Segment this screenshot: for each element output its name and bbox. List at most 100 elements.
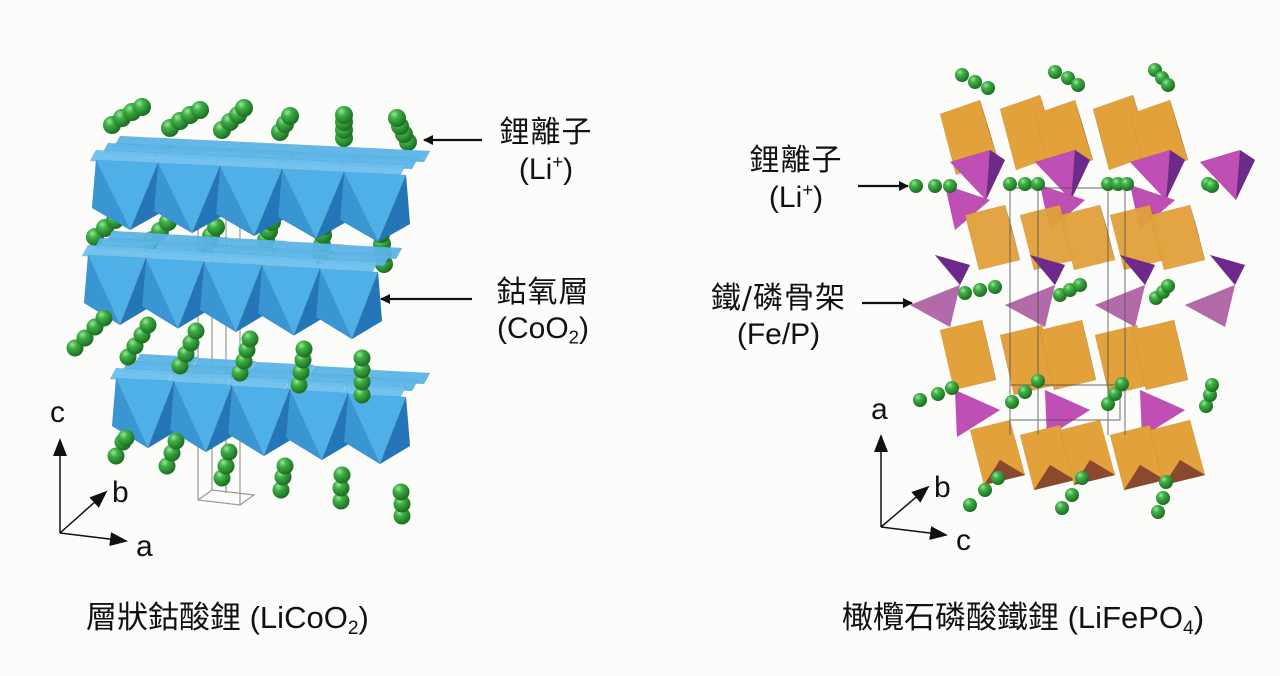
po4-tetrahedron-face	[934, 254, 971, 286]
po4-tetrahedron-face	[1235, 149, 1256, 201]
fe-p-polyhedral-framework	[909, 94, 1256, 491]
lithium-ion-atom	[928, 179, 942, 193]
po4-tetrahedron-face	[985, 149, 1006, 201]
axis-triad-left	[53, 438, 128, 547]
lithium-ion-atom	[332, 492, 350, 510]
coo2-octahedron-face	[91, 158, 131, 231]
lithium-ion-atom	[1151, 505, 1165, 519]
caption-licoo2-zh: 層狀鈷酸鋰	[86, 600, 241, 636]
coo2-octahedron-face	[153, 161, 193, 234]
axis-c-arrow	[880, 526, 948, 540]
lithium-ion-atom	[295, 340, 313, 358]
coo2-octahedron-face	[257, 264, 295, 337]
feo6-octahedron-face	[1074, 99, 1094, 161]
lithium-ion-atom	[335, 106, 353, 124]
po4-tetrahedron-face	[1119, 254, 1156, 286]
lithium-ion-atom	[988, 280, 1002, 294]
coo2-octahedron-face	[315, 267, 353, 340]
po4-tetrahedron-face	[1094, 284, 1146, 328]
lithium-ion-atom	[1161, 279, 1175, 293]
coo2-octahedron-face	[141, 257, 179, 330]
axis-label-a-right: a	[871, 393, 888, 426]
lithium-ion-atom	[968, 75, 982, 89]
lithium-ion-atom	[1115, 377, 1129, 391]
feo6-octahedron-face	[1173, 319, 1189, 381]
lithium-ion-atom	[207, 218, 225, 236]
po4-tetrahedron-face	[1139, 389, 1186, 438]
feo6-octahedron-face	[1123, 464, 1166, 491]
lithium-ion-atom	[1205, 378, 1219, 392]
po4-tetrahedron-face	[1184, 284, 1236, 328]
lithium-ion-atom	[117, 429, 135, 447]
lithium-ion-atom	[95, 309, 113, 327]
lithium-ion-atom	[1065, 488, 1079, 502]
lithium-ion-atom	[1073, 278, 1087, 292]
po4-tetrahedron-face	[1199, 149, 1241, 201]
lithium-ion-atom	[1120, 177, 1134, 191]
coo2-octahedral-layers	[81, 135, 431, 465]
coo2-octahedron-face	[277, 167, 317, 240]
lithium-ion-atom	[333, 466, 351, 484]
lithium-ion-atom	[1159, 475, 1173, 489]
lithium-ion-atom	[991, 471, 1005, 485]
lithium-ion-atom	[167, 432, 185, 450]
licoo2-structure	[66, 98, 431, 525]
feo6-octahedron-face	[981, 319, 997, 381]
lithium-ion-atom	[1003, 177, 1017, 191]
lithium-ion-atom	[1031, 177, 1045, 191]
caption-lifepo4-zh: 橄欖石磷酸鐵鋰	[842, 600, 1059, 636]
lithium-ion-atom	[978, 483, 992, 497]
lithium-ion-atom	[1055, 501, 1069, 515]
lithium-ion-atom	[133, 98, 151, 116]
lithium-ion-atom	[1071, 78, 1085, 92]
unit-cell-edges	[197, 200, 256, 506]
lithium-ion-atom	[973, 283, 987, 297]
coo2-layer-label-formula: (CoO2)	[496, 312, 590, 348]
po4-tetrahedron-face	[1209, 254, 1246, 286]
lithium-ion-atom	[158, 457, 176, 475]
coo2-octahedron-face	[379, 396, 411, 465]
lithium-ion-label-right: 鋰離子 (Li+)	[736, 143, 856, 216]
lithium-ion-atom	[963, 498, 977, 512]
unit-cell-frame	[1009, 187, 1126, 435]
lithium-ion-atom	[332, 479, 350, 497]
po4-tetrahedron-face	[1029, 254, 1066, 286]
po4-tetrahedron-face	[954, 389, 1001, 438]
lithium-ion-atom	[107, 447, 125, 465]
lithium-ion-rows-front	[66, 309, 411, 525]
lithium-ion-atom	[393, 507, 411, 525]
lithium-ion-atom	[943, 179, 957, 193]
axis-b-arrow	[880, 485, 930, 528]
lithium-ion-atom	[1101, 397, 1115, 411]
lithium-ion-atom	[955, 68, 969, 82]
fe-p-framework-label: 鐵/磷骨架 (Fe/P)	[696, 281, 861, 353]
lithium-ion-atom	[1199, 399, 1213, 413]
lithium-ion-atom	[272, 481, 290, 499]
lithium-ion-label-formula: (Li+)	[518, 151, 574, 187]
lithium-ion-atom	[235, 99, 253, 117]
axis-triad-right	[874, 434, 948, 540]
fe-p-framework-label-formula: (Fe/P)	[736, 318, 821, 351]
lithium-ion-atom	[1161, 78, 1175, 92]
lithium-ion-atom	[290, 376, 308, 394]
lifepo4-structure	[909, 63, 1256, 519]
lithium-ion-atom	[958, 286, 972, 300]
lithium-ion-atom	[220, 443, 238, 461]
lithium-ion-atom	[388, 109, 406, 127]
lithium-ion-atom	[276, 457, 294, 475]
po4-tetrahedron-face	[1004, 284, 1056, 328]
coo2-octahedron-face	[377, 174, 411, 243]
coo2-octahedron-face	[215, 164, 255, 237]
po4-tetrahedron-face	[1165, 149, 1186, 201]
feo6-octahedron-face	[979, 99, 999, 161]
lithium-ion-label-zh: 鋰離子	[749, 143, 843, 178]
lithium-ion-atom	[913, 393, 927, 407]
lithium-ion-chains	[909, 63, 1219, 519]
lithium-ion-label-left: 鋰離子 (Li+)	[486, 115, 606, 188]
coo2-layer-label: 鈷氧層 (CoO2)	[478, 275, 608, 349]
lithium-ion-atom	[241, 330, 259, 348]
fe-p-framework-label-zh: 鐵/磷骨架	[710, 281, 847, 316]
po4-tetrahedron-face	[1044, 389, 1091, 438]
coo2-octahedron-face	[343, 392, 381, 465]
